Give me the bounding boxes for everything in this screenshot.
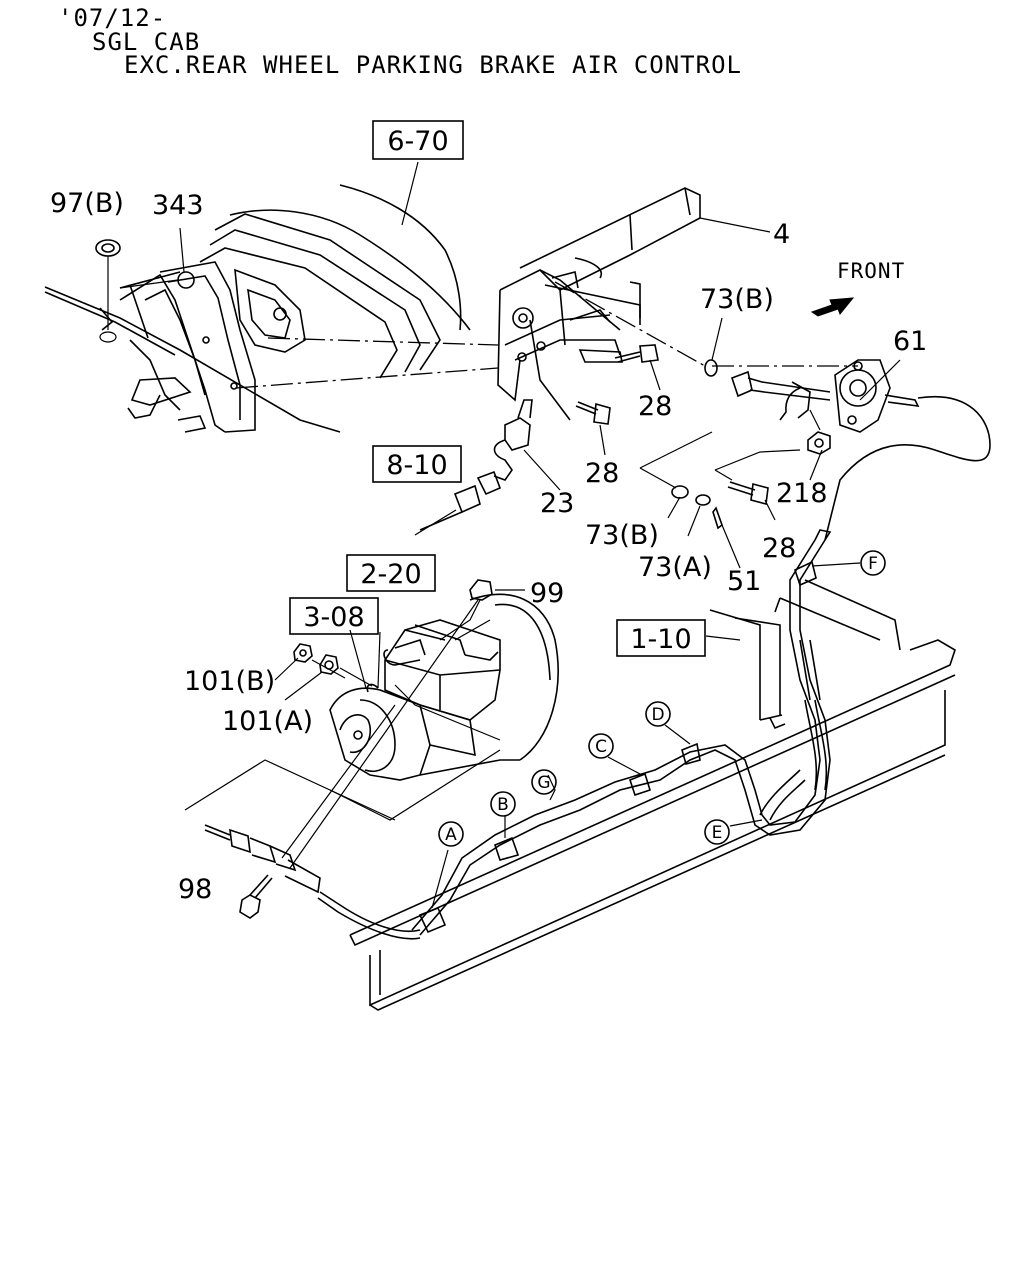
ref-box-3-08 [289, 597, 379, 635]
clip-marker-e: E [704, 819, 730, 845]
cab-floor-panel [44, 184, 471, 433]
ref-box-6-70 [372, 120, 464, 160]
speed-cable [204, 599, 479, 940]
svg-text:G: G [537, 773, 550, 793]
bolt-98 [239, 874, 273, 919]
parking-brake-cable [411, 529, 832, 936]
svg-text:E: E [712, 823, 723, 843]
ref-box-8-10 [372, 445, 462, 483]
part-label-73a: 73(A) [638, 552, 712, 583]
nut-99 [439, 579, 493, 641]
part-label-4: 4 [773, 219, 790, 250]
front-arrow-icon [810, 297, 855, 317]
part-label-51: 51 [727, 566, 761, 597]
clip-marker-d: D [645, 701, 671, 727]
part-label-73b-upper: 73(B) [700, 284, 774, 315]
frame-rail [349, 579, 956, 1011]
direction-label-front: FRONT [837, 259, 905, 283]
svg-text:D: D [651, 705, 664, 725]
parking-brake-lever [497, 187, 701, 421]
clip-marker-c: C [588, 733, 614, 759]
svg-text:B: B [497, 795, 509, 815]
clip-marker-g: G [531, 769, 557, 795]
clip-marker-a: A [438, 821, 464, 847]
clip-a [418, 849, 449, 934]
part-label-73b-lower: 73(B) [585, 520, 659, 551]
part-label-101a: 101(A) [222, 706, 313, 737]
svg-text:F: F [868, 554, 878, 574]
part-label-218: 218 [776, 478, 828, 509]
ref-box-label-6-70: 6-70 [387, 126, 448, 157]
ref-box-1-10 [616, 619, 706, 657]
ref-box-label-1-10: 1-10 [630, 624, 691, 655]
washer-73b-lower [671, 485, 689, 499]
clip-c [607, 756, 651, 797]
clip-b [494, 815, 520, 861]
part-label-101b: 101(B) [184, 666, 275, 697]
part-label-99: 99 [530, 578, 564, 609]
svg-text:A: A [445, 825, 457, 845]
switch-23 [414, 399, 533, 536]
bolt-28-lower [727, 481, 769, 506]
part-label-98: 98 [178, 874, 212, 905]
washer-73a [695, 494, 711, 506]
clip-f [794, 560, 861, 587]
cable-61 [730, 359, 991, 541]
part-label-28-middle: 28 [585, 458, 619, 489]
nut-218 [807, 431, 831, 455]
grommet-97b [95, 239, 121, 343]
header-note: EXC.REAR WHEEL PARKING BRAKE AIR CONTROL [124, 51, 742, 79]
ref-box-label-8-10: 8-10 [386, 450, 447, 481]
nut-101a [319, 654, 339, 675]
svg-text:C: C [595, 737, 607, 757]
ref-box-label-2-20: 2-20 [360, 559, 421, 590]
bolt-28-upper [614, 344, 659, 363]
clip-marker-b: B [490, 791, 516, 817]
part-label-28-lower: 28 [762, 533, 796, 564]
washer-73b-upper [704, 359, 718, 377]
header-cab: SGL CAB [92, 28, 201, 56]
ref-box-label-3-08: 3-08 [303, 602, 364, 633]
header-date-code: '07/12- [58, 4, 167, 32]
clip-marker-f: F [860, 550, 886, 576]
part-label-28-upper: 28 [638, 391, 672, 422]
nut-101b [293, 643, 313, 663]
clip-d [664, 724, 701, 765]
part-label-97b: 97(B) [50, 188, 124, 219]
bolt-28-middle [575, 401, 611, 425]
part-label-343: 343 [152, 190, 204, 221]
ref-box-2-20 [346, 554, 436, 592]
cotter-pin-51 [712, 506, 723, 530]
plug-343 [119, 227, 195, 289]
part-label-61: 61 [893, 326, 927, 357]
part-label-23: 23 [540, 488, 574, 519]
